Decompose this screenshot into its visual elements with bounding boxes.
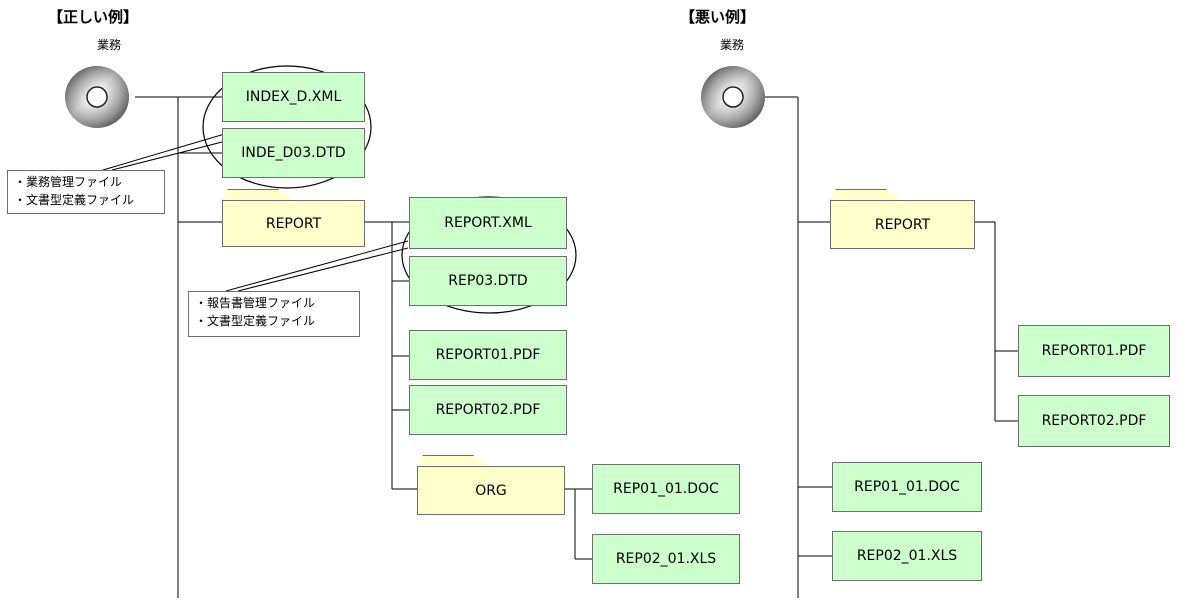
folder-label: ORG [417,466,565,515]
file-report02-pdf: REPORT02.PDF [409,385,567,435]
file-report01-pdf: REPORT01.PDF [1018,325,1170,377]
file-rep02-xls: REP02_01.XLS [832,531,982,581]
correct-example-heading: 【正しい例】 [48,8,139,26]
file-rep01-doc: REP01_01.DOC [832,462,982,512]
file-rep01-doc: REP01_01.DOC [592,464,740,514]
file-index-dtd: INDE_D03.DTD [222,128,365,178]
highlight-ellipse-1 [202,65,372,189]
callout-line: ・文書型定義ファイル [195,314,316,328]
wrong-example-heading: 【悪い例】 [680,8,756,26]
folder-label: REPORT [222,200,365,247]
file-report02-pdf: REPORT02.PDF [1018,395,1170,447]
cd-label: 業務 [96,38,121,52]
file-report-dtd: REP03.DTD [409,256,567,306]
cd-label: 業務 [719,38,744,52]
callout-business-files: ・業務管理ファイル ・文書型定義ファイル [7,170,165,214]
file-report01-pdf: REPORT01.PDF [409,330,567,380]
folder-org: ORG [417,455,565,515]
file-index-xml: INDEX_D.XML [222,72,365,122]
folder-report: REPORT [830,189,975,249]
callout-report-files: ・報告書管理ファイル ・文書型定義ファイル [188,291,360,337]
folder-label: REPORT [830,200,975,249]
cd-disc-icon [701,66,765,128]
callout-line: ・業務管理ファイル [14,175,123,189]
callout-line: ・文書型定義ファイル [14,193,135,207]
file-report-xml: REPORT.XML [409,197,567,249]
folder-report: REPORT [222,189,365,247]
cd-disc-icon [65,66,129,128]
callout-line: ・報告書管理ファイル [195,296,316,310]
file-rep02-xls: REP02_01.XLS [592,534,740,584]
